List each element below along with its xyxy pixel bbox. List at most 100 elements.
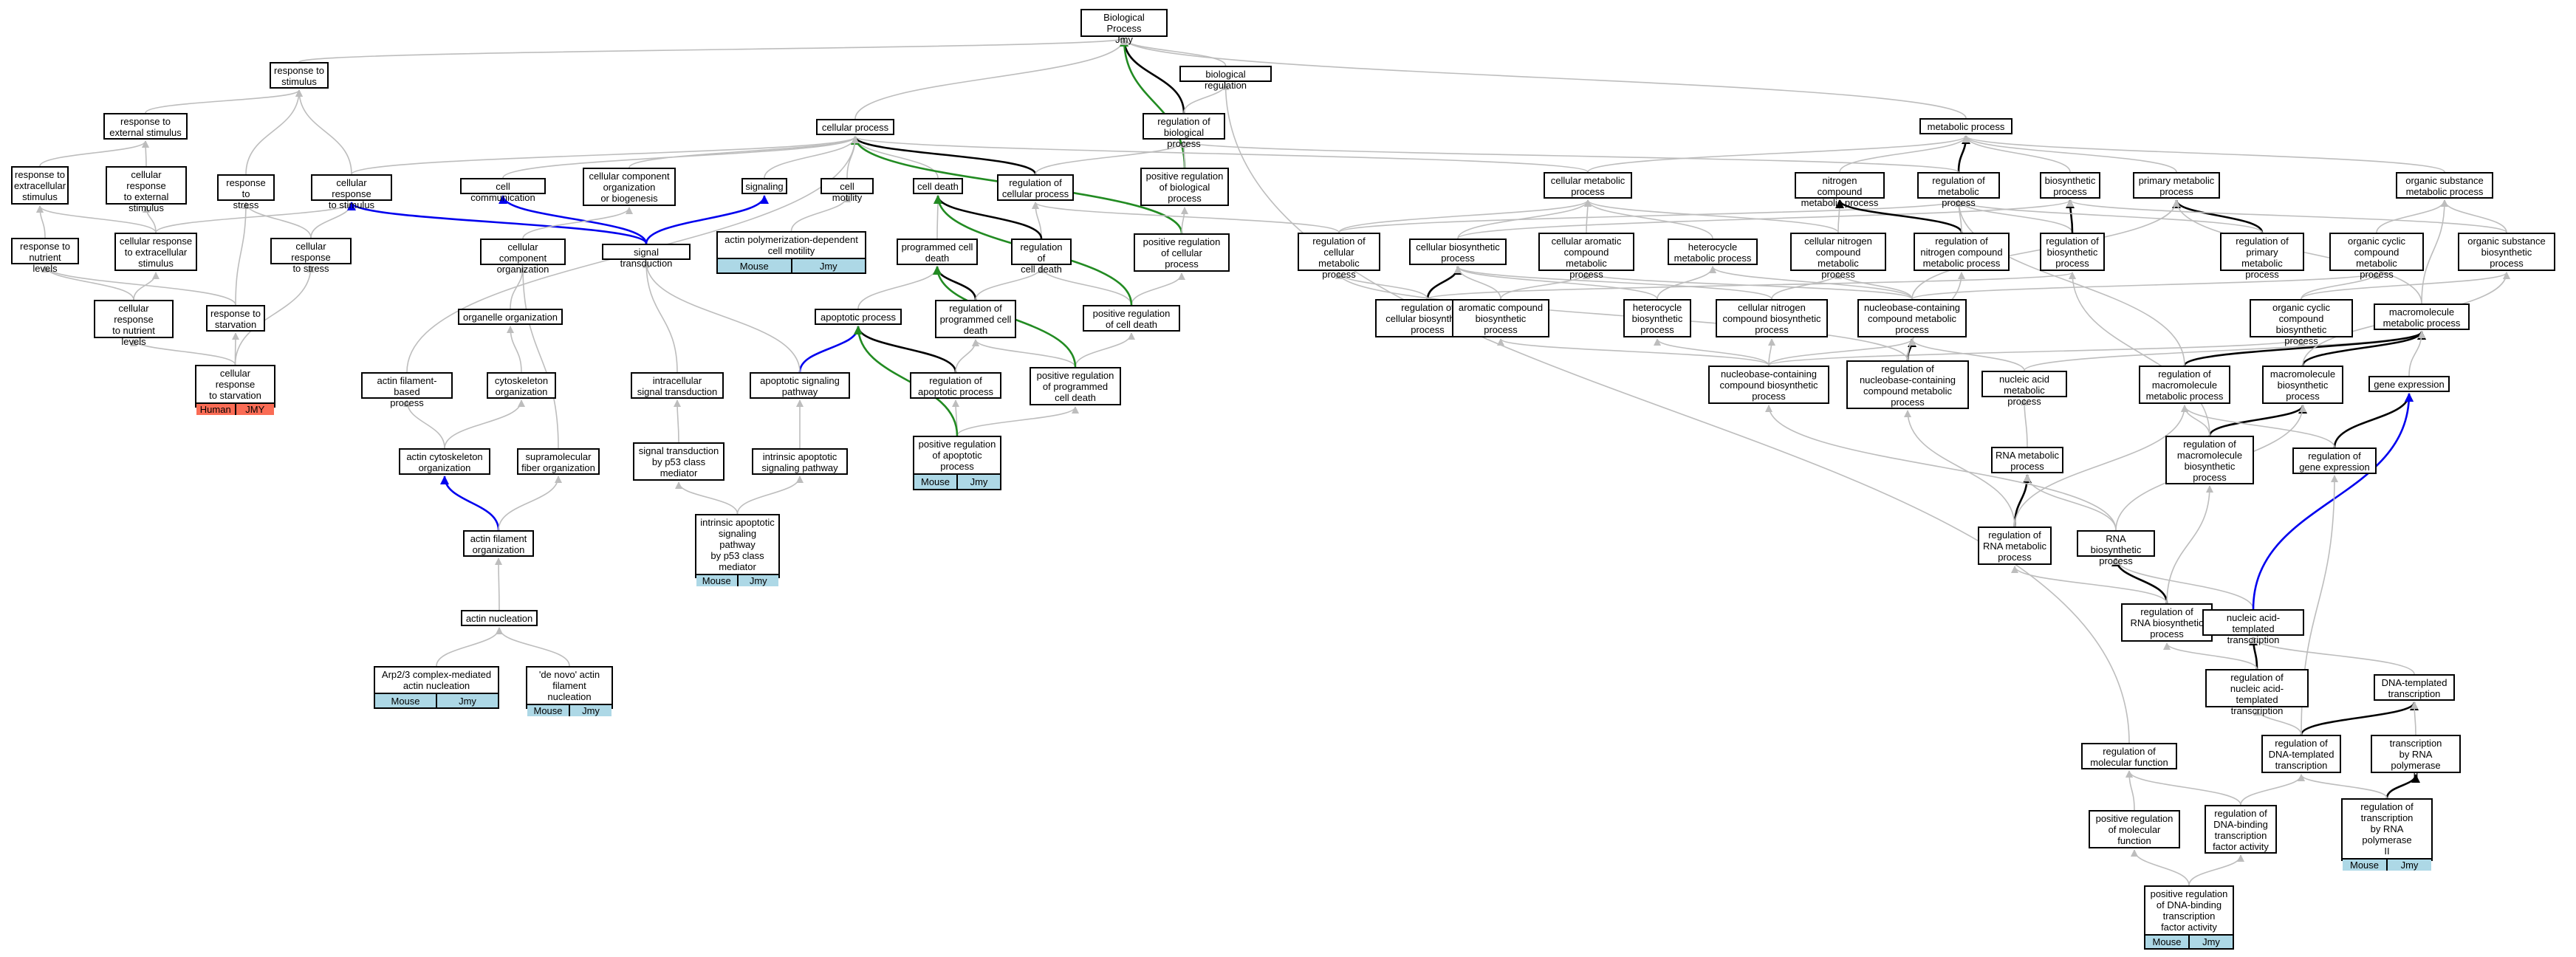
go-term-st[interactable]: signal transduction — [602, 244, 691, 269]
go-term-rmp[interactable]: RNA metabolic process — [1991, 447, 2063, 473]
go-term-osmp[interactable]: organic substance metabolic process — [2396, 172, 2493, 199]
go-term-occmp[interactable]: organic cyclic compound metabolic proces… — [2329, 233, 2424, 280]
go-term-cacmp[interactable]: cellular aromatic compound metabolic pro… — [1538, 233, 1634, 280]
go-term-label: regulation of molecular function — [2090, 746, 2168, 768]
go-term-asp[interactable]: apoptotic signaling pathway — [750, 372, 850, 399]
go-term-rts[interactable]: response to stimulus — [270, 62, 329, 89]
go-term-crtes[interactable]: cellular response to external stimulus — [106, 166, 187, 213]
go-term-bp[interactable]: Biological Process Jmy — [1080, 9, 1168, 45]
go-term-nbcbp[interactable]: nucleobase-containing compound biosynthe… — [1708, 366, 1829, 404]
go-term-rtst[interactable]: response to stress — [217, 174, 275, 210]
go-term-occbp[interactable]: organic cyclic compound biosynthetic pro… — [2250, 299, 2353, 346]
go-term-bsp[interactable]: biosynthetic process — [2040, 172, 2100, 199]
go-term-ccob[interactable]: cellular component organization or bioge… — [583, 168, 676, 206]
go-term-sig[interactable]: signaling — [741, 178, 787, 194]
go-term-prap[interactable]: positive regulation of apoptotic process… — [913, 436, 1001, 490]
go-term-prcp[interactable]: positive regulation of cellular process — [1134, 233, 1230, 272]
edge-natt-to-rbp — [2112, 558, 2254, 610]
go-term-romacmp[interactable]: regulation of macromolecule metabolic pr… — [2139, 366, 2230, 404]
go-term-cp[interactable]: cellular process — [816, 119, 894, 135]
go-term-sfo[interactable]: supramolecular fiber organization — [517, 448, 600, 475]
go-term-an[interactable]: actin nucleation — [461, 610, 538, 626]
go-term-cbp[interactable]: cellular biosynthetic process — [1409, 239, 1507, 265]
go-term-prpcd[interactable]: positive regulation of programmed cell d… — [1030, 367, 1121, 405]
go-term-romf[interactable]: regulation of molecular function — [2081, 743, 2177, 769]
go-term-rbp[interactable]: RNA biosynthetic process — [2077, 530, 2155, 566]
go-term-apdcm[interactable]: actin polymerization-dependent cell moti… — [716, 231, 866, 274]
edge-rodtt-to-dtt — [2300, 702, 2419, 735]
go-term-robp[interactable]: regulation of biological process — [1143, 113, 1225, 149]
go-term-rorbp[interactable]: regulation of RNA biosynthetic process — [2121, 603, 2213, 642]
go-term-prdbtfa[interactable]: positive regulation of DNA-binding trans… — [2144, 885, 2234, 950]
edge-nbcbp-to-nbcmp — [1768, 338, 1916, 366]
go-term-ccorg[interactable]: cellular component organization — [480, 239, 566, 275]
go-term-arp23[interactable]: Arp2/3 complex-mediated actin nucleation… — [374, 666, 499, 709]
go-term-rtex[interactable]: response to extracellular stimulus — [11, 166, 69, 205]
go-term-acbp[interactable]: aromatic compound biosynthetic process — [1452, 299, 1549, 337]
go-term-namp[interactable]: nucleic acid metabolic process — [1981, 371, 2067, 407]
go-term-afo[interactable]: actin filament organization — [463, 530, 534, 557]
go-term-ronatt[interactable]: regulation of nucleic acid-templated tra… — [2205, 669, 2309, 716]
go-term-roge[interactable]: regulation of gene expression — [2292, 447, 2377, 474]
go-term-iaspp53[interactable]: intrinsic apoptotic signaling pathway by… — [695, 514, 780, 586]
go-term-cc[interactable]: cell communication — [460, 178, 546, 203]
go-term-prmf[interactable]: positive regulation of molecular functio… — [2089, 810, 2180, 848]
go-term-oo[interactable]: organelle organization — [458, 309, 563, 325]
go-term-rtes[interactable]: response to external stimulus — [103, 113, 188, 140]
go-term-robsp[interactable]: regulation of biosynthetic process — [2040, 233, 2105, 271]
go-term-prcd[interactable]: positive regulation of cell death — [1083, 305, 1180, 332]
go-term-afbp[interactable]: actin filament-based process — [361, 372, 453, 408]
go-term-br[interactable]: biological regulation — [1179, 66, 1272, 91]
go-term-rtnl[interactable]: response to nutrient levels — [11, 238, 79, 274]
go-term-mp[interactable]: metabolic process — [1919, 118, 2012, 134]
go-term-macmp[interactable]: macromolecule metabolic process — [2374, 303, 2470, 330]
go-term-label: nitrogen compound metabolic process — [1801, 175, 1879, 208]
go-term-rcp[interactable]: regulation of cellular process — [997, 174, 1074, 201]
go-term-aco[interactable]: actin cytoskeleton organization — [399, 448, 490, 475]
go-term-ap[interactable]: apoptotic process — [815, 309, 902, 325]
go-term-roap[interactable]: regulation of apoptotic process — [910, 372, 1001, 399]
go-term-cytorg[interactable]: cytoskeleton organization — [487, 372, 556, 399]
go-term-ist[interactable]: intracellular signal transduction — [631, 372, 724, 399]
go-term-natt[interactable]: nucleic acid-templated transcription — [2202, 609, 2304, 645]
go-term-hbp[interactable]: heterocycle biosynthetic process — [1623, 299, 1691, 337]
go-term-dtt[interactable]: DNA-templated transcription — [2374, 674, 2455, 701]
go-term-roncmp[interactable]: regulation of nitrogen compound metaboli… — [1914, 233, 2010, 271]
go-term-crstress[interactable]: cellular response to stress — [270, 238, 352, 274]
go-term-ronbcmp[interactable]: regulation of nucleobase-containing comp… — [1846, 360, 1969, 409]
go-term-macbp[interactable]: macromolecule biosynthetic process — [2262, 366, 2343, 404]
go-term-rocd[interactable]: regulation of cell death — [1011, 239, 1072, 275]
go-term-stp53[interactable]: signal transduction by p53 class mediato… — [633, 442, 724, 481]
go-term-crtex[interactable]: cellular response to extracellular stimu… — [114, 233, 197, 271]
go-term-cd[interactable]: cell death — [913, 178, 963, 194]
go-term-ge[interactable]: gene expression — [2368, 376, 2450, 392]
go-term-romacbp[interactable]: regulation of macromolecule biosynthetic… — [2165, 436, 2254, 484]
go-term-ropmp[interactable]: regulation of primary metabolic process — [2220, 233, 2304, 280]
go-term-label: response to stress — [226, 177, 266, 210]
go-term-cm[interactable]: cell motility — [821, 178, 874, 203]
go-term-rotbrp2[interactable]: regulation of transcription by RNA polym… — [2341, 798, 2433, 871]
go-term-crnl[interactable]: cellular response to nutrient levels — [94, 300, 174, 347]
go-term-cncbp[interactable]: cellular nitrogen compound biosynthetic … — [1716, 299, 1828, 337]
go-term-ncmp[interactable]: nitrogen compound metabolic process — [1795, 172, 1885, 208]
go-term-rormp[interactable]: regulation of RNA metabolic process — [1978, 526, 2052, 565]
go-term-iasp[interactable]: intrinsic apoptotic signaling pathway — [752, 448, 848, 475]
go-term-pcd[interactable]: programmed cell death — [897, 239, 978, 265]
go-term-tbrp2[interactable]: transcription by RNA polymerase II — [2371, 735, 2461, 782]
go-term-rodbtfa[interactable]: regulation of DNA-binding transcription … — [2205, 805, 2277, 854]
go-term-pmp[interactable]: primary metabolic process — [2133, 172, 2220, 199]
go-term-rtstarv[interactable]: response to starvation — [206, 305, 265, 332]
go-term-prbp[interactable]: positive regulation of biological proces… — [1140, 168, 1229, 206]
go-term-crtst[interactable]: cellular response to stimulus — [311, 174, 392, 210]
go-term-cncmp[interactable]: cellular nitrogen compound metabolic pro… — [1790, 233, 1886, 280]
go-term-ropcd[interactable]: regulation of programmed cell death — [935, 300, 1016, 338]
go-term-nbcmp[interactable]: nucleobase-containing compound metabolic… — [1857, 299, 1967, 337]
go-term-hmp[interactable]: heterocycle metabolic process — [1668, 239, 1758, 265]
go-term-cmp[interactable]: cellular metabolic process — [1544, 172, 1632, 199]
go-term-osbp[interactable]: organic substance biosynthetic process — [2458, 233, 2555, 271]
go-term-rocmp[interactable]: regulation of cellular metabolic process — [1298, 233, 1380, 280]
go-term-rodtt[interactable]: regulation of DNA-templated transcriptio… — [2261, 735, 2341, 773]
go-term-romp[interactable]: regulation of metabolic process — [1917, 172, 2000, 208]
